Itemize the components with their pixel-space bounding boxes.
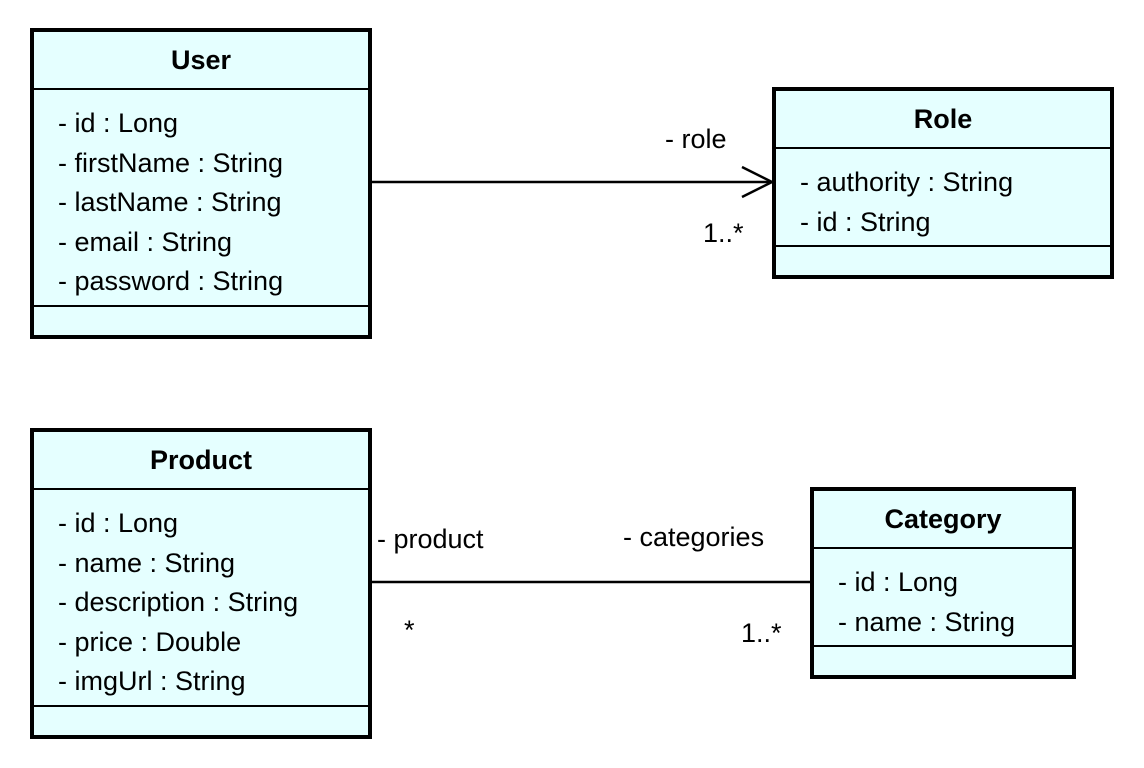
attribute: - name : String (838, 606, 1016, 637)
attribute: - id : String (800, 206, 931, 237)
class-role-name: Role (776, 91, 1110, 149)
attribute: - description : String (58, 587, 299, 617)
class-product-name: Product (34, 432, 368, 490)
attribute: - price : Double (58, 626, 242, 657)
class-product[interactable]: Product - id : Long - name : String - de… (30, 428, 372, 739)
class-role-operations (776, 247, 1110, 274)
attribute: - lastName : String (58, 187, 282, 217)
class-user[interactable]: User - id : Long - firstName : String - … (30, 28, 372, 339)
attribute: - firstName : String (58, 147, 284, 178)
multiplicity-categories: 1..* (741, 618, 782, 648)
class-role-attributes: - authority : String - id : String (776, 149, 1110, 247)
class-user-name: User (34, 32, 368, 90)
class-role[interactable]: Role - authority : String - id : String (772, 87, 1114, 279)
class-user-operations (34, 307, 368, 334)
multiplicity-role: 1..* (703, 218, 744, 248)
attribute: - email : String (58, 226, 233, 257)
role-name-role: - role (665, 124, 727, 154)
attribute: - id : Long (58, 508, 179, 538)
attribute: - id : Long (838, 567, 959, 597)
attribute: - id : Long (58, 108, 179, 138)
class-category-operations (814, 647, 1072, 674)
class-user-attributes: - id : Long - firstName : String - lastN… (34, 90, 368, 307)
class-category-attributes: - id : Long - name : String (814, 549, 1072, 647)
class-category-name: Category (814, 491, 1072, 549)
attribute: - imgUrl : String (58, 666, 246, 696)
class-category[interactable]: Category - id : Long - name : String (810, 487, 1076, 679)
role-name-categories: - categories (623, 522, 765, 552)
attribute: - password : String (58, 266, 284, 296)
attribute: - name : String (58, 547, 236, 578)
role-name-product: - product (377, 524, 484, 554)
class-product-attributes: - id : Long - name : String - descriptio… (34, 490, 368, 707)
class-product-operations (34, 707, 368, 734)
multiplicity-product: * (404, 615, 415, 645)
attribute: - authority : String (800, 167, 1014, 197)
